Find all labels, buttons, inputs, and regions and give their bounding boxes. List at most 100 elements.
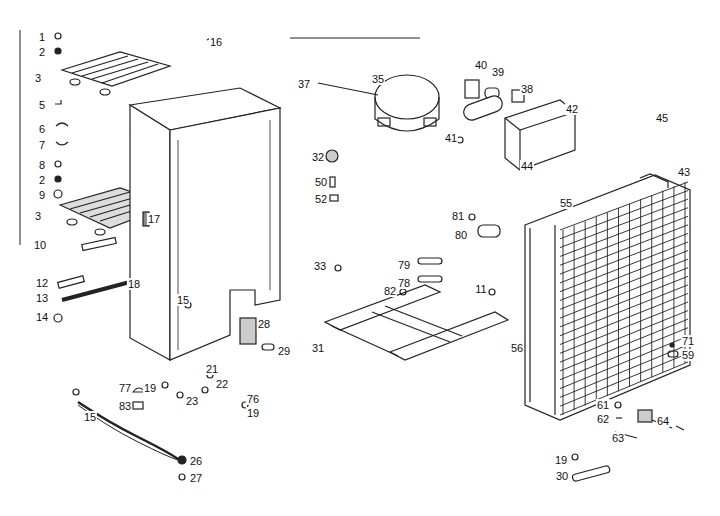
callout-number: 83 [118,400,132,412]
callout-slot: 50 [314,172,328,190]
callout-slot: 26 [189,451,203,469]
condenser-tube [560,328,688,380]
callout-slot: 1 [38,27,46,45]
callout-slot: 43 [677,162,691,180]
callout-number: 13 [35,292,49,304]
callout-number: 7 [38,139,46,151]
callout-slot: 37 [297,74,311,92]
callout-slot: 40 [474,55,488,73]
callout-number: 21 [205,363,219,375]
callout-slot: 44 [520,156,534,174]
callout-number: 12 [35,277,49,289]
callout-slot: 22 [215,374,229,392]
callout-number: 19 [246,407,260,419]
callout-slot: 42 [565,99,579,117]
callout-slot: 45 [655,108,669,126]
callout-number: 76 [246,393,260,405]
callout-number: 29 [277,345,291,357]
callout-number: 2 [38,46,46,58]
callout-slot: 41 [444,128,458,146]
callout-number: 23 [185,395,199,407]
callout-number: 31 [311,342,325,354]
callout-slot: 33 [313,256,327,274]
callout-number: 1 [38,31,46,43]
callout-slot: 52 [314,189,328,207]
callout-number: 63 [611,432,625,444]
callout-number: 50 [314,176,328,188]
condenser [525,175,690,420]
callout-slot: 63 [611,428,625,446]
callout-slot: 3 [34,68,42,86]
callout-number: 79 [397,259,411,271]
callout-number: 15 [83,411,97,423]
callout-slot: 21 [205,359,219,377]
callout-number: 2 [38,174,46,186]
callout-slot: 31 [311,338,325,356]
callout-slot: 12 [35,273,49,291]
callout-number: 6 [38,123,46,135]
callout-number: 77 [118,382,132,394]
callout-number: 55 [559,197,573,209]
callout-number: 38 [520,83,534,95]
callout-slot: 61 [596,395,610,413]
callout-number: 62 [596,413,610,425]
callout-slot: 76 [246,389,260,407]
callout-number: 19 [554,454,568,466]
callout-number: 82 [383,285,397,297]
callout-slot: 11 [474,279,487,297]
callout-number: 80 [454,229,468,241]
callout-slot: 19 [554,450,568,468]
callout-number: 8 [38,159,46,171]
condenser-tube [673,186,674,367]
condenser-grid [560,182,688,415]
condenser-tube [560,362,688,415]
condenser-tube [560,319,688,371]
callout-number: 43 [677,166,691,178]
callout-number: 56 [510,342,524,354]
callout-number: 27 [189,472,203,484]
callout-number: 28 [257,318,271,330]
callout-slot: 7 [38,135,46,153]
callout-number: 9 [38,189,46,201]
callout-slot: 19 [246,403,260,421]
callout-slot: 14 [35,307,49,325]
callout-slot: 55 [559,193,573,211]
condenser-tube [560,353,688,406]
callout-number: 17 [147,213,161,225]
callout-number: 30 [555,470,569,482]
callout-slot: 15 [176,290,190,308]
callout-slot: 2 [38,170,46,188]
callout-slot: 19 [143,378,157,396]
condenser-tube [563,230,564,415]
callout-slot: 2 [38,42,46,60]
condenser-tube [640,199,641,381]
callout-number: 35 [371,73,385,85]
callout-number: 26 [189,455,203,467]
callout-slot: 81 [451,206,465,224]
callout-number: 11 [474,283,487,295]
callout-number: 81 [451,210,465,222]
callout-slot: 9 [38,185,46,203]
callout-number: 15 [176,294,190,306]
callout-slot: 15 [83,407,97,425]
callout-slot: 83 [118,396,132,414]
callout-slot: 23 [185,391,199,409]
callout-slot: 56 [510,338,524,356]
callout-slot: 8 [38,155,46,173]
callout-slot: 82 [383,281,397,299]
condenser-tube [607,213,608,397]
callout-number: 45 [655,112,669,124]
callout-slot: 18 [127,274,141,292]
callout-slot: 71 [681,331,695,349]
callout-number: 61 [596,399,610,411]
callout-number: 19 [143,382,157,394]
callout-number: 32 [311,151,325,163]
callout-number: 3 [34,72,42,84]
callout-slot: 80 [454,225,468,243]
condenser-tube [560,293,688,344]
callout-number: 3 [34,210,42,222]
callout-number: 33 [313,260,327,272]
condenser-tube [629,204,630,387]
callout-number: 14 [35,311,49,323]
callout-slot: 77 [118,378,132,396]
